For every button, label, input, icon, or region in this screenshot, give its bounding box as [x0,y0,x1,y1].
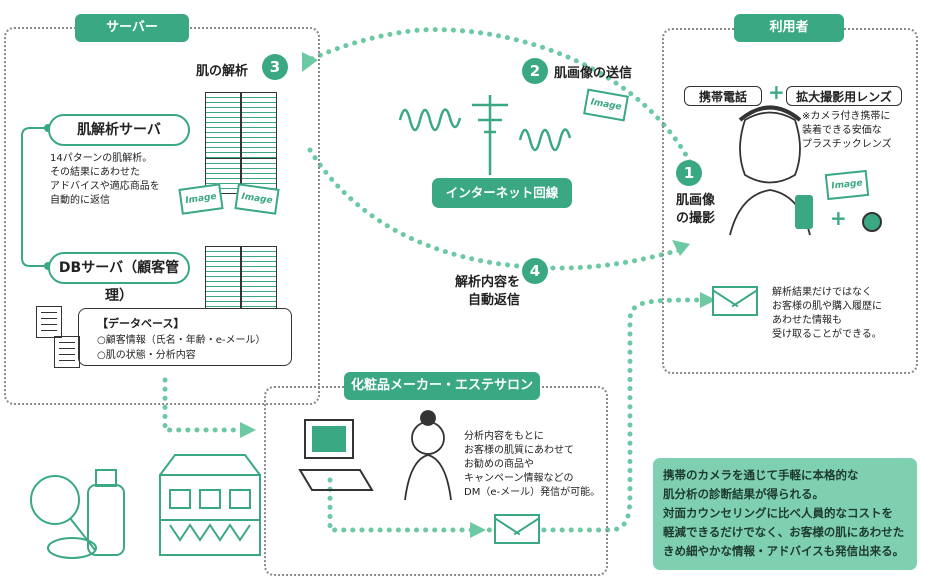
user-illustration [729,105,813,236]
document-icon [36,306,62,338]
step-1-badge: 1 [676,160,702,186]
return-label: 解析内容を 自動返信 [455,275,521,308]
lens-label: 拡大撮影用レンズ [786,86,902,106]
step-2-badge: 2 [522,58,548,84]
lens-note: ※カメラ付き携帯に 装着できる安価な プラスチックレンズ [802,111,892,150]
server-connector [21,127,48,267]
db-server-label: DBサーバ（顧客管理） [58,260,180,304]
antenna-icon [398,95,572,175]
envelope-icon [494,514,540,544]
summary-box: 携帯のカメラを通じて手軽に本格的な 肌分析の診断結果が得られる。 対面カウンセリ… [653,458,917,570]
skin-analysis-title: 肌の解析 [196,64,249,79]
cosmetics-tag: 化粧品メーカー・エステサロン [344,372,540,400]
database-title: 【データベース】 [97,317,185,330]
plus-icon: + [830,206,847,230]
step-3-badge: 3 [262,54,288,80]
phone-label: 携帯電話 [684,86,762,106]
analysis-server-pill: 肌解析サーバ [48,114,190,146]
arrow-server-to-salon [162,377,243,433]
image-card-icon: Image [824,169,870,201]
database-box: 【データベース】 ○顧客情報（氏名・年齢・e-メール） ○肌の状態・分析内容 [78,308,292,366]
analysis-server-icon [205,92,277,160]
step-4-badge: 4 [522,258,548,284]
db-server-pill: DBサーバ（顧客管理） [48,252,190,304]
shoot-image-label: 肌画像 の撮影 [676,193,716,226]
database-item: ○肌の状態・分析内容 [97,350,196,361]
salon-building-icon [159,454,261,556]
cosmetics-illustration [30,469,125,559]
user-tag: 利用者 [734,14,844,42]
arrow-salon-to-user [327,297,703,533]
lens-icon [862,212,882,232]
computer-icon [298,419,374,491]
operator-illustration [404,410,452,501]
server-tag: サーバー [75,14,189,42]
result-note: 解析結果だけではなく お客様の肌や購入履歴に あわせた情報も 受け取ることができ… [772,287,882,340]
arrow-return-result [307,147,683,271]
internet-line-label: インターネット回線 [432,178,572,208]
analysis-server-description: 14パターンの肌解析。 その結果にあわせた アドバイスや適応商品を 自動的に返信 [50,153,160,206]
arrow-send-image [302,27,693,165]
plus-icon: + [768,80,785,104]
envelope-icon [712,286,758,316]
analysis-server-label: 肌解析サーバ [77,122,161,138]
cosmetics-description: 分析内容をもとに お客様の肌質にあわせて お勧めの商品や キャンペーン情報などの… [464,431,601,498]
database-item: ○顧客情報（氏名・年齢・e-メール） [97,335,266,346]
document-icon [54,336,80,368]
send-image-label: 肌画像の送信 [554,66,633,81]
db-server-icon [205,246,277,318]
